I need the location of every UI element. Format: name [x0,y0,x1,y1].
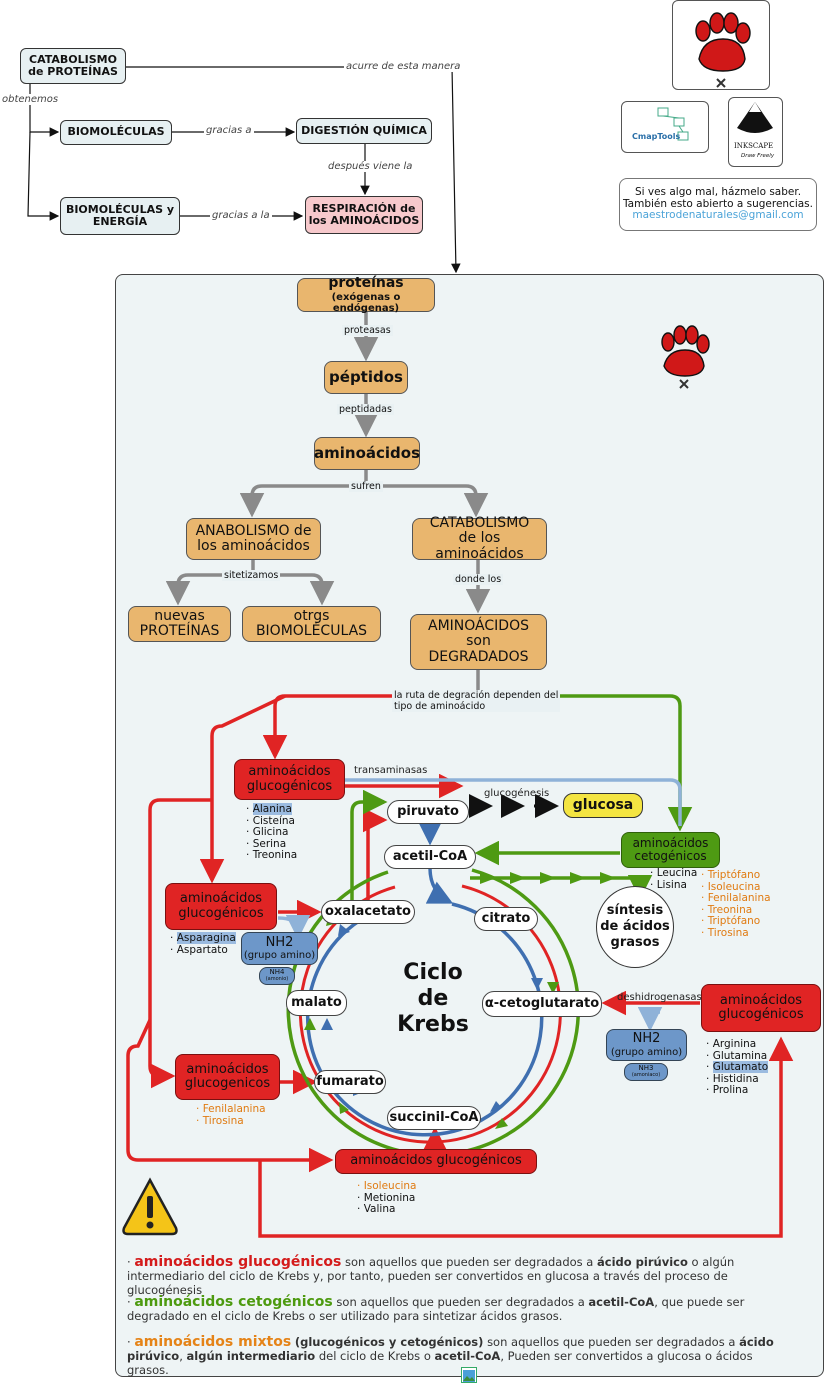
sintesis-node[interactable]: síntesis de ácidos grasos [596,886,674,968]
inkscape-logo[interactable]: INKSCAPE Draw Freely [728,97,783,167]
nh4-box: NH4 (amonio) [259,967,295,985]
gluco-5-list: · Arginina · Glutamina · Glutamato · His… [706,1038,769,1096]
nh2-box-right: NH2 (grupo amino) [606,1029,687,1061]
biomoleculas-node[interactable]: BIOMOLÉCULAS [60,120,172,145]
acetil-coa-node[interactable]: acetil-CoA [384,845,476,869]
aminoacidos-cetogenicos[interactable]: aminoácidos cetogénicos [621,832,720,868]
digestion-quimica-node[interactable]: DIGESTIÓN QUÍMICA [296,118,432,144]
aminoacidos-glucogenicos-5[interactable]: aminoácidos glucogénicos [701,984,821,1032]
despues-label: después viene la [326,161,415,172]
paw-icon [661,325,710,389]
glucogenesis-label: glucogénesis [484,788,550,799]
transaminasas-label: transaminasas [354,765,428,776]
citrato-node[interactable]: citrato [474,907,538,931]
contact-line-2: También esto abierto a sugerencias. [622,197,813,210]
ruta-label: la ruta de degración dependen del tipo d… [392,690,561,712]
gracias-a-label: gracias a [204,125,254,136]
anabolismo-node[interactable]: ANABOLISMO de los aminoácidos [186,518,321,560]
piruvato-node[interactable]: piruvato [387,800,469,824]
aminoacidos-glucogenicos-4[interactable]: aminoácidos glucogénicos [335,1149,537,1174]
aminoacidos-glucogenicos-2[interactable]: aminoácidos glucogénicos [165,883,277,930]
cetoglutarato-node[interactable]: α-cetoglutarato [482,991,602,1017]
warning-icon [122,1177,178,1236]
panel-brand-logo [638,310,730,390]
gluco-2-list: · Asparagina · Aspartato [170,932,236,956]
ceto-list: · Leucina · Lisina [650,867,698,891]
otras-biomoleculas-node[interactable]: otrgs BIOMOLÉCULAS [242,606,381,642]
gluco-3-list: · Fenilalanina · Tirosina [196,1103,266,1127]
cmaptools-label: CmapTools [632,132,681,141]
obtenemos-label: obtenemos [2,94,59,105]
image-icon[interactable] [461,1367,477,1383]
cmaptools-logo[interactable]: CmapTools [621,101,709,153]
contact-box: Si ves algo mal, házmelo saber. También … [619,178,817,231]
gluco-1-list: · Alanina · Cisteína · Glicina · Serina … [246,803,298,861]
aminoacidos-node[interactable]: aminoácidos [314,437,420,470]
sitetizamos-label: sitetizamos [222,570,281,581]
note-cetogenicos: · aminoácidos cetogénicos son aquellos q… [127,1294,745,1323]
fumarato-node[interactable]: fumarato [314,1070,386,1094]
donde-los-label: donde los [453,574,504,585]
aminoacidos-glucogenicos-1[interactable]: aminoácidos glucogénicos [234,759,345,800]
aminoacidos-glucogenicos-3[interactable]: aminoácidos glucogenicos [175,1054,280,1100]
contact-line-1: Si ves algo mal, házmelo saber. [634,186,802,199]
oxalacetato-node[interactable]: oxalacetato [321,900,415,924]
biomoleculas-energia-node[interactable]: BIOMOLÉCULAS y ENERGÍA [60,197,180,235]
gracias-a-la-label: gracias a la [210,210,272,221]
sufren-label: sufren [349,481,383,492]
catabolismo-node[interactable]: CATABOLISMO de los aminoácidos [412,515,547,561]
proteinas-node[interactable]: proteínas (exógenas o endógenas) [297,275,435,314]
succinil-coa-node[interactable]: succinil-CoA [387,1106,481,1130]
note-glucogenicos: · aminoácidos glucogénicos son aquellos … [127,1254,735,1297]
nh3-box: NH3 (amoniaco) [624,1063,668,1081]
brand-logo[interactable] [672,0,770,90]
contact-email[interactable]: maestrodenaturales@gmail.com [632,209,804,222]
gluco-4-list: · Isoleucina · Metionina · Valina [357,1180,417,1215]
proteasas-label: proteasas [342,325,393,336]
glucosa-node[interactable]: glucosa [563,793,643,818]
cmap-icon [657,107,689,141]
nuevas-proteinas-node[interactable]: nuevas PROTEÍNAS [128,606,231,642]
aminoacidos-degradados-node[interactable]: AMINOÁCIDOS son DEGRADADOS [410,614,547,670]
paw-icon [695,12,751,88]
mixed-list: · Triptófano · Isoleucina · Fenilalanina… [701,869,771,939]
main-panel [115,274,824,1377]
inkscape-icon [737,102,773,133]
nh2-box-left: NH2 (grupo amino) [241,932,318,965]
malato-node[interactable]: malato [286,990,347,1016]
krebs-title: Ciclo de Krebs [397,960,469,1037]
note-mixtos: · aminoácidos mixtos (glucogénicos y cet… [127,1334,774,1377]
deshidrogenasas-label: deshidrogenasas [617,992,702,1003]
inkscape-sub-label: Draw Freely [741,153,775,159]
peptidadas-label: peptidadas [337,404,394,415]
respiracion-node[interactable]: RESPIRACIÓN de los AMINOÁCIDOS [305,196,423,234]
ocurre-label: acurre de esta manera [344,61,463,72]
inkscape-label: INKSCAPE [734,142,774,150]
catabolismo-proteinas-node[interactable]: CATABOLISMO de PROTEÍNAS [20,48,126,84]
peptidos-node[interactable]: péptidos [324,361,408,394]
